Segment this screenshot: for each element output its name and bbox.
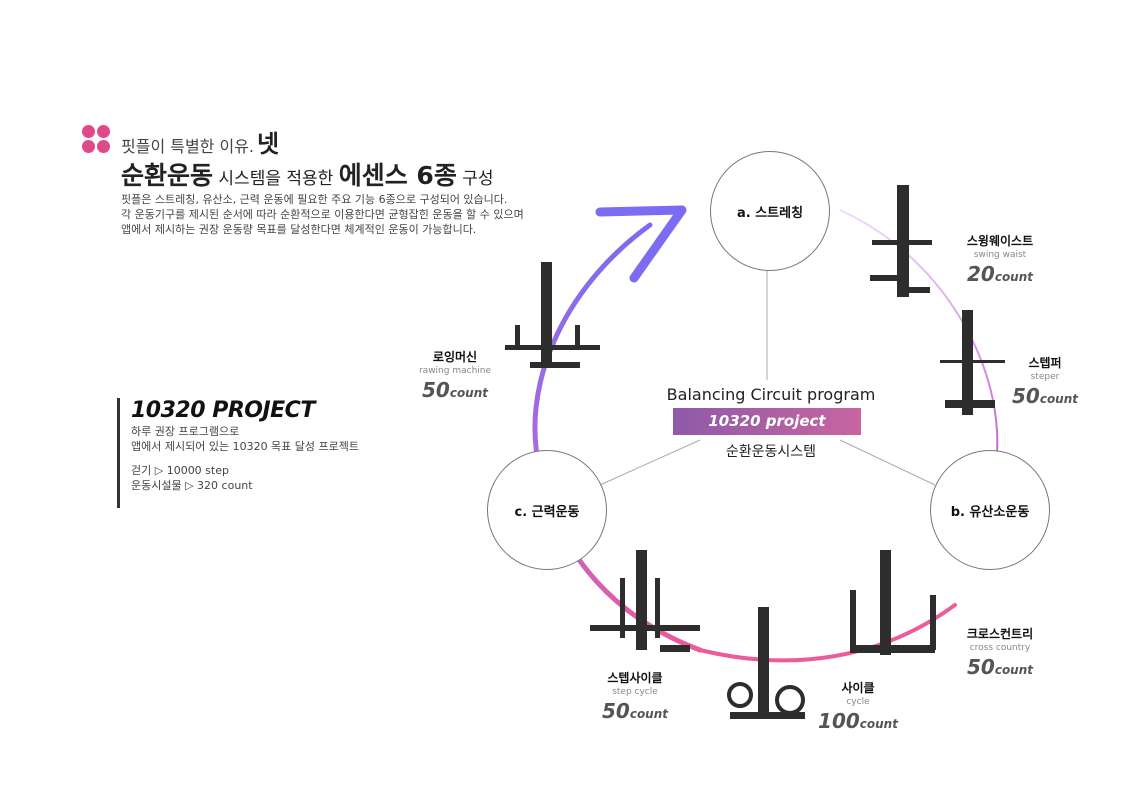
- arrow-head-icon: [595, 205, 687, 283]
- circuit-title: Balancing Circuit program: [666, 385, 876, 404]
- equipment-cycle: 사이클 cycle 100count: [818, 681, 898, 733]
- project-title: 10320 PROJECT: [131, 398, 315, 423]
- equipment-step-cycle: 스텝사이클 step cycle 50count: [601, 671, 669, 723]
- swing-waist-image: [870, 185, 932, 297]
- step-cycle-image: [590, 550, 700, 652]
- node-stretching: a. 스트레칭: [710, 151, 830, 271]
- project-badge: 10320 project: [673, 408, 861, 435]
- project-block: 10320 PROJECT 하루 권장 프로그램으로 앱에서 제시되어 있는 1…: [117, 398, 417, 508]
- description: 핏플은 스트레칭, 유산소, 근력 운동에 필요한 주요 기능 6종으로 구성되…: [121, 193, 524, 236]
- stepper-image: [940, 310, 1005, 415]
- cycle-image: [727, 607, 805, 719]
- node-aerobic: b. 유산소운동: [930, 450, 1050, 570]
- rowing-machine-image: [505, 262, 600, 368]
- pink-dots-icon: [82, 125, 112, 155]
- equipment-swing-waist: 스윙웨이스트 swing waist 20count: [966, 234, 1034, 286]
- section-kicker: 핏플이 특별한 이유.넷: [121, 130, 280, 158]
- connector-line: [599, 439, 701, 486]
- connector-line: [839, 439, 936, 486]
- equipment-cross-country: 크로스컨트리 cross country 50count: [966, 627, 1034, 679]
- node-strength: c. 근력운동: [487, 450, 607, 570]
- page-title: 순환운동 시스템을 적용한 에센스 6종 구성: [121, 161, 494, 190]
- circuit-arc-bottom: [698, 603, 957, 663]
- circuit-subtitle: 순환운동시스템: [725, 444, 817, 460]
- circuit-arc-left: [532, 222, 703, 653]
- equipment-stepper: 스텝퍼 steper 50count: [1011, 356, 1079, 408]
- cross-country-image: [850, 550, 936, 655]
- equipment-rowing-machine: 로잉머신 rawing machine 50count: [418, 350, 492, 402]
